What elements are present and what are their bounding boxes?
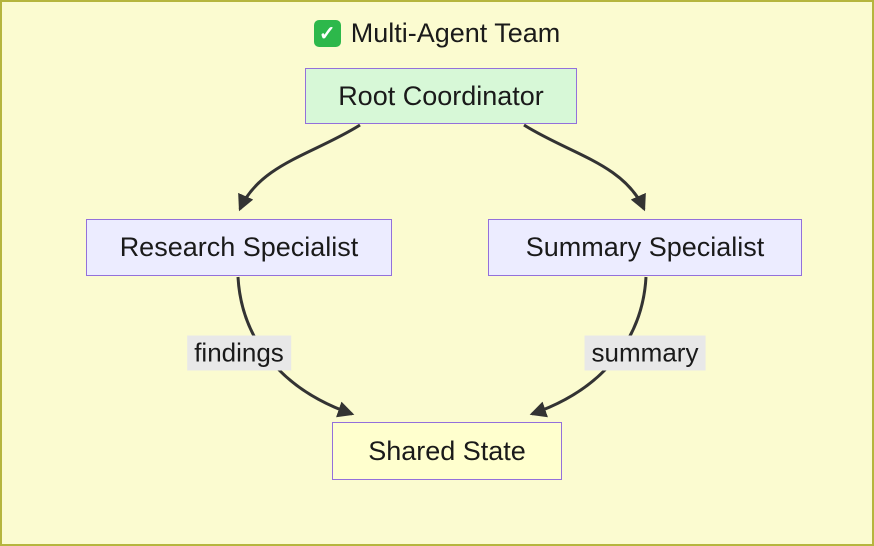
diagram-title: ✓ Multi-Agent Team: [2, 18, 872, 49]
node-shared-state: Shared State: [332, 422, 562, 480]
node-summary-specialist: Summary Specialist: [488, 219, 802, 276]
node-root-coordinator: Root Coordinator: [305, 68, 577, 124]
edge-root-to-research: [238, 123, 361, 212]
edge-label-findings: findings: [187, 335, 291, 371]
check-mark-icon: ✓: [313, 20, 341, 47]
diagram-title-text: Multi-Agent Team: [350, 18, 561, 48]
node-research-specialist: Research Specialist: [86, 219, 392, 276]
edge-root-to-summary: [523, 123, 646, 212]
edge-label-summary: summary: [584, 335, 706, 371]
